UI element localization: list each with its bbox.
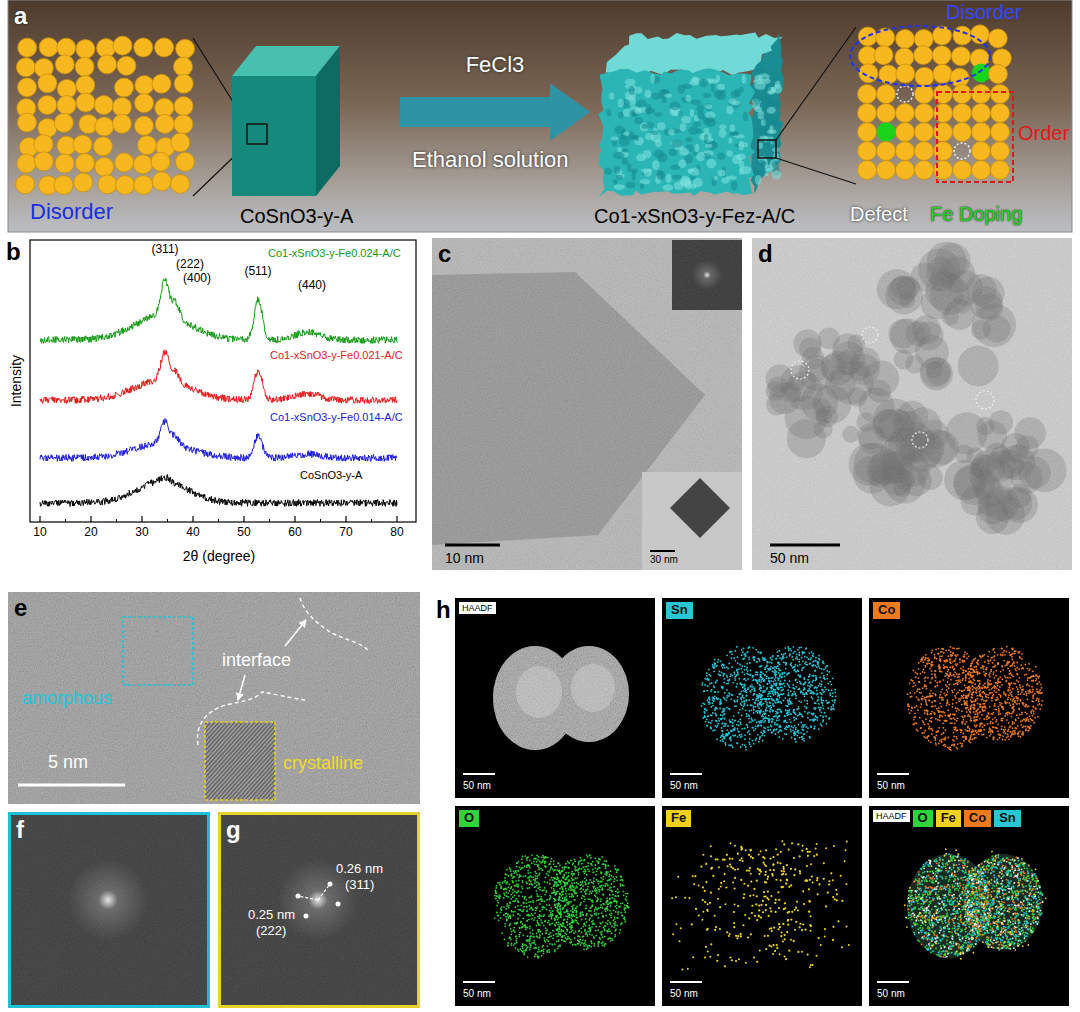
figure-stage: aCoSnO3-y-ACo1-xSnO3-y-Fez-A/CbcdefghHAA… <box>0 0 1080 1012</box>
